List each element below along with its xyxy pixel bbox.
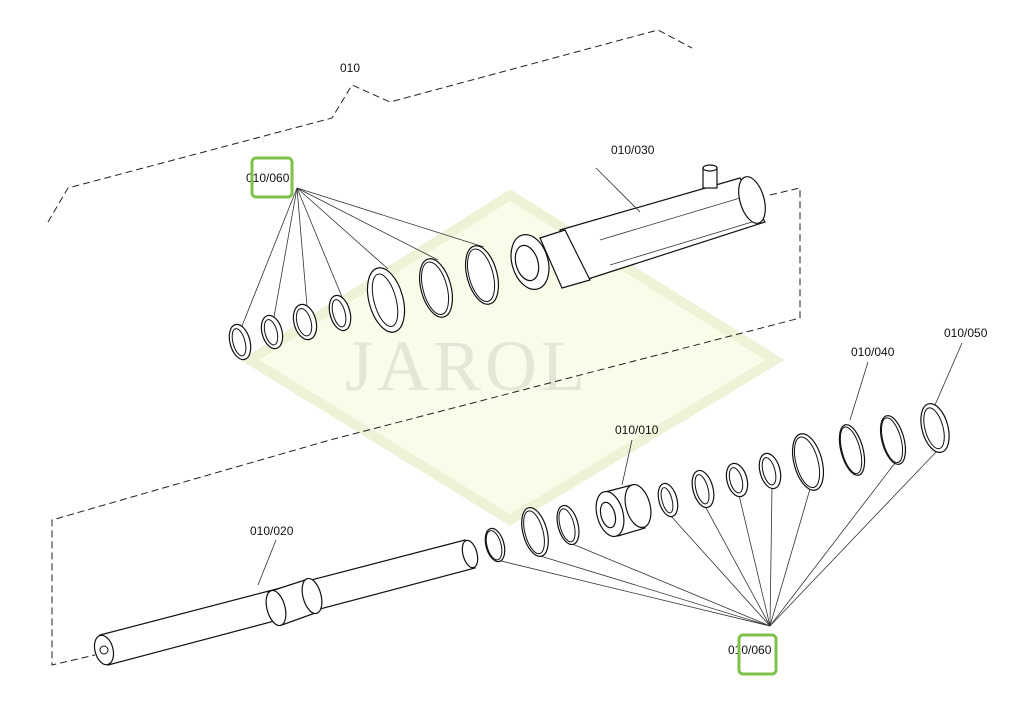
- seal-ring[interactable]: [517, 505, 553, 560]
- leader-line: [296, 187, 389, 270]
- leader-line: [536, 554, 771, 627]
- leader-line: [769, 450, 938, 627]
- leader-line: [769, 462, 896, 627]
- seal-ring[interactable]: [553, 503, 583, 547]
- seal-ring[interactable]: [756, 451, 785, 491]
- leader-line: [296, 187, 343, 298]
- label-010-060-top[interactable]: 010/060: [246, 171, 290, 185]
- label-010-030[interactable]: 010/030: [611, 143, 655, 157]
- seal-ring[interactable]: [460, 242, 505, 308]
- leader-line: [569, 542, 771, 627]
- leader-line: [241, 187, 298, 327]
- leader-line: [704, 505, 771, 627]
- piston-rod-010-020[interactable]: [91, 539, 480, 667]
- seal-ring[interactable]: [876, 413, 910, 467]
- label-010: 010: [340, 61, 360, 75]
- label-010-060-bottom[interactable]: 010/060: [728, 643, 772, 657]
- seal-ring[interactable]: [723, 461, 751, 499]
- highlight-box-top: [250, 156, 294, 199]
- highlight-box-bottom: [737, 633, 778, 676]
- seal-ring[interactable]: [226, 322, 255, 362]
- seal-ring[interactable]: [787, 430, 829, 493]
- label-010-050[interactable]: 010/050: [944, 326, 988, 340]
- leader-line: [669, 514, 771, 627]
- top-group-boundary: [51, 187, 801, 666]
- leader-line: [769, 486, 773, 627]
- leader-line: [296, 187, 308, 307]
- piston-010-010[interactable]: [591, 482, 655, 540]
- cylinder-tube-010-030[interactable]: [505, 164, 770, 294]
- seal-ring[interactable]: [414, 255, 459, 321]
- label-010-040[interactable]: 010/040: [851, 345, 895, 359]
- seal-ring[interactable]: [655, 481, 681, 519]
- seal-ring[interactable]: [688, 468, 717, 510]
- label-010-020[interactable]: 010/020: [250, 524, 294, 538]
- leader-line: [496, 559, 771, 627]
- leader-line: [738, 494, 771, 627]
- leader-line: [273, 187, 298, 318]
- seal-ring[interactable]: [482, 526, 508, 564]
- seal-ring[interactable]: [361, 264, 411, 337]
- leader-line: [296, 187, 485, 248]
- watermark-text: JAROL: [345, 326, 589, 406]
- seal-ring[interactable]: [835, 422, 870, 478]
- leader-line: [296, 187, 439, 261]
- label-010-010[interactable]: 010/010: [615, 423, 659, 437]
- leader-line: [769, 488, 811, 627]
- seal-ring[interactable]: [258, 313, 286, 351]
- seal-ring[interactable]: [326, 293, 355, 333]
- seal-ring[interactable]: [916, 400, 954, 455]
- seal-ring[interactable]: [290, 302, 321, 342]
- assembly-bracket: [47, 29, 693, 223]
